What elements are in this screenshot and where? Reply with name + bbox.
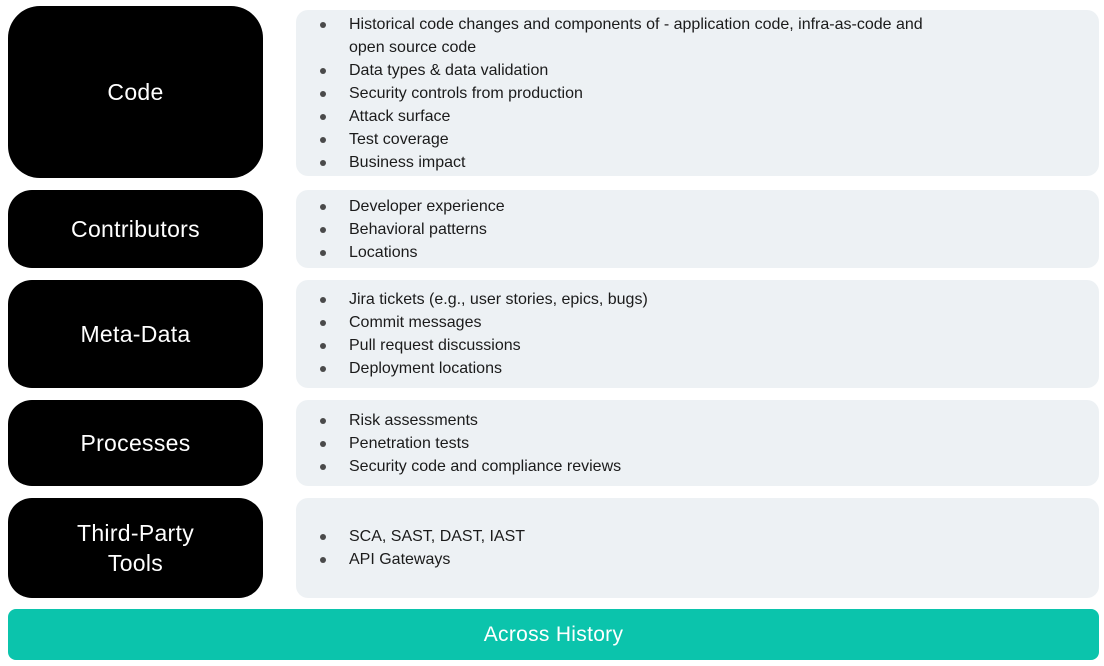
list-item: Test coverage: [296, 128, 1079, 151]
bullet-list: Historical code changes and components o…: [296, 13, 1079, 174]
bullet-icon: [320, 297, 326, 303]
list-item: Business impact: [296, 151, 1079, 174]
banner-label: Across History: [483, 622, 624, 646]
list-item: Security controls from production: [296, 82, 1079, 105]
list-item: API Gateways: [296, 548, 1079, 571]
bullet-list: Jira tickets (e.g., user stories, epics,…: [296, 288, 1079, 380]
bullet-icon: [320, 226, 326, 233]
bullet-icon: [320, 557, 326, 563]
category-label: Contributors: [71, 216, 200, 242]
list-item-text: Security controls from production: [349, 84, 583, 102]
list-item-text: Business impact: [349, 153, 466, 171]
bullet-icon: [320, 136, 326, 143]
list-item-text: API Gateways: [349, 551, 451, 568]
bullet-icon: [320, 21, 326, 28]
bullet-icon: [320, 463, 326, 470]
bullet-icon: [320, 366, 326, 372]
list-item-text: Locations: [349, 243, 418, 261]
list-item: Attack surface: [296, 105, 1079, 128]
list-item-text: Jira tickets (e.g., user stories, epics,…: [349, 291, 648, 308]
list-item-text: Test coverage: [349, 130, 449, 148]
category-box-processes: Processes: [8, 400, 263, 486]
list-item-text: Penetration tests: [349, 434, 470, 452]
list-item-text: Pull request discussions: [349, 337, 521, 354]
across-history-banner: Across History: [8, 609, 1099, 660]
panel-third-party-tools: SCA, SAST, DAST, IAST API Gateways: [296, 498, 1099, 598]
bullet-icon: [320, 343, 326, 349]
list-item-text: Attack surface: [349, 107, 451, 125]
list-item-text: Deployment locations: [349, 360, 502, 377]
list-item: Security code and compliance reviews: [296, 455, 1079, 478]
list-item-text: Risk assessments: [349, 411, 478, 429]
list-item: Behavioral patterns: [296, 218, 1079, 241]
list-item: Locations: [296, 241, 1079, 264]
bullet-icon: [320, 90, 326, 97]
category-box-third-party-tools: Third-Party Tools: [8, 498, 263, 598]
bullet-icon: [320, 159, 326, 166]
list-item: Historical code changes and components o…: [296, 13, 1079, 59]
row-third-party-tools: Third-Party Tools SCA, SAST, DAST, IAST A…: [8, 498, 1099, 598]
list-item: Risk assessments: [296, 409, 1079, 432]
bullet-icon: [320, 417, 326, 424]
list-item-text: Behavioral patterns: [349, 220, 487, 238]
bullet-icon: [320, 249, 326, 256]
list-item-text: Data types & data validation: [349, 61, 549, 79]
bullet-icon: [320, 534, 326, 540]
list-item: SCA, SAST, DAST, IAST: [296, 525, 1079, 548]
bullet-icon: [320, 440, 326, 447]
list-item: Pull request discussions: [296, 334, 1079, 357]
panel-meta-data: Jira tickets (e.g., user stories, epics,…: [296, 280, 1099, 388]
bullet-icon: [320, 203, 326, 210]
category-label: Code: [107, 79, 164, 105]
row-meta-data: Meta-Data Jira tickets (e.g., user stori…: [8, 280, 1099, 388]
category-box-contributors: Contributors: [8, 190, 263, 268]
list-item-text: Security code and compliance reviews: [349, 457, 622, 475]
category-label: Meta-Data: [80, 321, 191, 347]
list-item: Deployment locations: [296, 357, 1079, 380]
panel-code: Historical code changes and components o…: [296, 10, 1099, 176]
list-item: Commit messages: [296, 311, 1079, 334]
category-box-code: Code: [8, 6, 263, 178]
category-label: Third-Party Tools: [76, 520, 195, 576]
bullet-icon: [320, 113, 326, 120]
list-item: Penetration tests: [296, 432, 1079, 455]
bullet-list: SCA, SAST, DAST, IAST API Gateways: [296, 525, 1079, 571]
bullet-icon: [320, 67, 326, 74]
bullet-icon: [320, 320, 326, 326]
list-item: Data types & data validation: [296, 59, 1079, 82]
list-item: Jira tickets (e.g., user stories, epics,…: [296, 288, 1079, 311]
row-code: Code Historical code changes and compone…: [8, 6, 1099, 178]
diagram-rows: Code Historical code changes and compone…: [8, 6, 1099, 598]
list-item-text: Commit messages: [349, 314, 482, 331]
list-item-text: SCA, SAST, DAST, IAST: [349, 528, 526, 545]
category-box-meta-data: Meta-Data: [8, 280, 263, 388]
list-item-text: Historical code changes and components o…: [349, 15, 923, 56]
list-item: Developer experience: [296, 195, 1079, 218]
category-label: Processes: [80, 430, 191, 456]
list-item-text: Developer experience: [349, 197, 505, 215]
